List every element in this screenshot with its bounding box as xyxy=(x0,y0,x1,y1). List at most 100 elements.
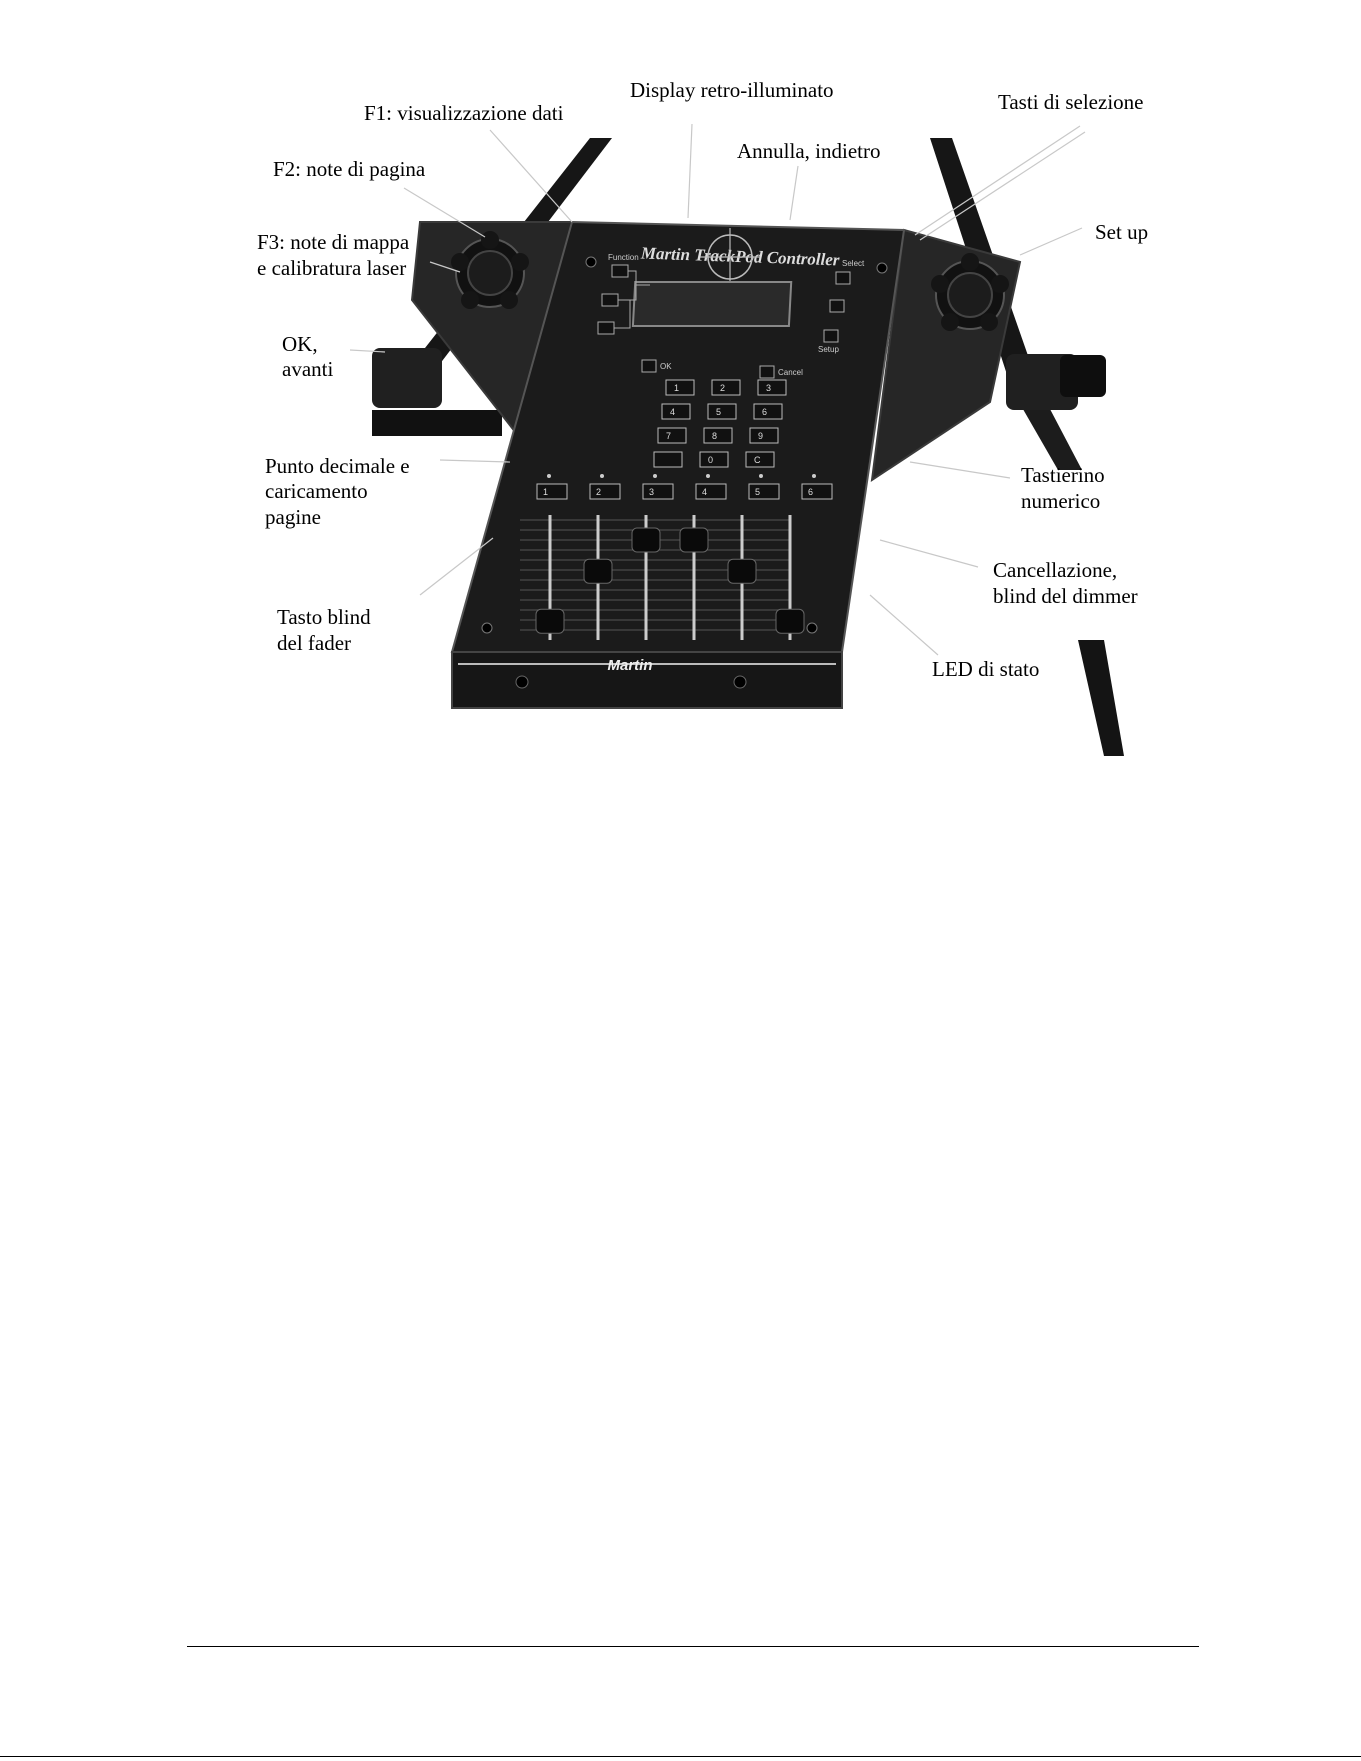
callout-decimal-line2: caricamento xyxy=(265,479,368,503)
setup-label: Setup xyxy=(818,345,839,354)
channel-key[interactable] xyxy=(748,483,780,500)
keypad-key[interactable] xyxy=(757,379,787,396)
channel-keys-row: 1 2 3 4 5 6 xyxy=(536,474,833,500)
f1-key[interactable] xyxy=(611,264,629,278)
fader-knob[interactable] xyxy=(727,558,757,584)
fader-bank xyxy=(520,515,805,640)
keypad-key[interactable] xyxy=(703,427,733,444)
controller-figure: Martin TrackPod Controller Function Sele… xyxy=(349,123,1124,756)
keypad-key-label: 1 xyxy=(674,383,679,393)
footer-rule xyxy=(187,1646,1199,1647)
callout-clear-line1: Cancellazione, xyxy=(993,558,1118,582)
keypad-key-label: C xyxy=(754,455,761,465)
keypad-key[interactable] xyxy=(707,403,737,420)
keypad-key[interactable] xyxy=(711,379,741,396)
callout-leaders xyxy=(349,123,1086,656)
keypad-key-label: 3 xyxy=(766,383,771,393)
channel-key-label: 2 xyxy=(596,487,601,497)
keypad-key-label: 0 xyxy=(708,455,713,465)
screw xyxy=(585,256,597,268)
status-led xyxy=(600,474,604,478)
front-screw-right xyxy=(733,675,747,689)
channel-key[interactable] xyxy=(589,483,621,500)
bottom-frame-line xyxy=(0,1756,1361,1757)
brand-logo: Martin xyxy=(608,657,653,674)
controller-front-edge xyxy=(451,651,843,709)
callout-f1: F1: visualizzazione dati xyxy=(364,101,564,125)
channel-key[interactable] xyxy=(642,483,674,500)
callout-ok-line2: avanti xyxy=(282,357,334,381)
select-label: Select xyxy=(842,259,865,268)
channel-key-label: 3 xyxy=(649,487,654,497)
channel-key-label: 6 xyxy=(808,487,813,497)
fader-knob[interactable] xyxy=(679,527,709,553)
screw xyxy=(806,622,818,634)
setup-key[interactable] xyxy=(823,329,839,343)
f3-key[interactable] xyxy=(597,321,615,335)
channel-key[interactable] xyxy=(536,483,568,500)
target-crosshair-logo xyxy=(700,228,760,286)
cancel-key[interactable] xyxy=(759,365,775,379)
channel-key-label: 4 xyxy=(702,487,707,497)
left-knob xyxy=(451,231,529,309)
channel-key[interactable] xyxy=(801,483,833,500)
callout-clear-line2: blind del dimmer xyxy=(993,584,1138,608)
f2-key[interactable] xyxy=(601,293,619,307)
callout-status-led: LED di stato xyxy=(932,657,1040,681)
callout-keypad-line2: numerico xyxy=(1021,489,1101,513)
fader-knob[interactable] xyxy=(775,608,805,634)
screw xyxy=(876,262,888,274)
fader-knob[interactable] xyxy=(631,527,661,553)
keypad-key-label: 5 xyxy=(716,407,721,417)
channel-key-label: 5 xyxy=(755,487,760,497)
callout-f3-line1: F3: note di mappa xyxy=(257,230,410,254)
front-screw-left xyxy=(515,675,529,689)
function-label: Function xyxy=(608,253,639,262)
keypad-key[interactable] xyxy=(745,451,775,468)
callout-ok-line1: OK, xyxy=(282,332,318,356)
keypad-key-label: 8 xyxy=(712,431,717,441)
status-led xyxy=(759,474,763,478)
callout-decimal-line1: Punto decimale e xyxy=(265,454,410,478)
keypad-key[interactable] xyxy=(665,379,695,396)
callout-fader-blind-line1: Tasto blind xyxy=(277,605,371,629)
callout-select-keys: Tasti di selezione xyxy=(998,90,1144,114)
fader-knob[interactable] xyxy=(583,558,613,584)
callout-f2: F2: note di pagina xyxy=(273,157,426,181)
callout-display: Display retro-illuminato xyxy=(630,78,834,102)
keypad-key[interactable] xyxy=(699,451,729,468)
cancel-label: Cancel xyxy=(778,368,803,377)
channel-key-label: 1 xyxy=(543,487,548,497)
keypad-key-label: 2 xyxy=(720,383,725,393)
callout-decimal-line3: pagine xyxy=(265,505,321,529)
keypad-key[interactable] xyxy=(753,403,783,420)
keypad-key[interactable] xyxy=(657,427,687,444)
fader-knob[interactable] xyxy=(535,608,565,634)
status-led xyxy=(706,474,710,478)
screw xyxy=(481,622,493,634)
status-led xyxy=(812,474,816,478)
callout-setup: Set up xyxy=(1095,220,1149,244)
right-knob xyxy=(931,253,1009,331)
keypad-key-label: 4 xyxy=(670,407,675,417)
ok-label: OK xyxy=(660,362,672,371)
ok-key[interactable] xyxy=(641,359,657,373)
keypad-key-label: 7 xyxy=(666,431,671,441)
channel-key[interactable] xyxy=(695,483,727,500)
select-up-key[interactable] xyxy=(835,271,851,285)
status-led xyxy=(653,474,657,478)
keypad-key[interactable] xyxy=(653,451,683,468)
callout-fader-blind-line2: del fader xyxy=(277,631,352,655)
function-key-traces xyxy=(614,300,631,329)
keypad-key-label: 9 xyxy=(758,431,763,441)
callout-keypad-line1: Tastierino xyxy=(1021,463,1105,487)
callout-cancel-back: Annulla, indietro xyxy=(737,139,881,163)
keypad-key-label: 6 xyxy=(762,407,767,417)
callout-f3-line2: e calibratura laser xyxy=(257,256,407,280)
backlit-display xyxy=(631,281,793,327)
keypad-key[interactable] xyxy=(749,427,779,444)
numeric-keypad: 1 2 3 4 5 6 7 8 9 0 C xyxy=(653,379,787,468)
keypad-key[interactable] xyxy=(661,403,691,420)
status-led xyxy=(547,474,551,478)
select-down-key[interactable] xyxy=(829,299,845,313)
